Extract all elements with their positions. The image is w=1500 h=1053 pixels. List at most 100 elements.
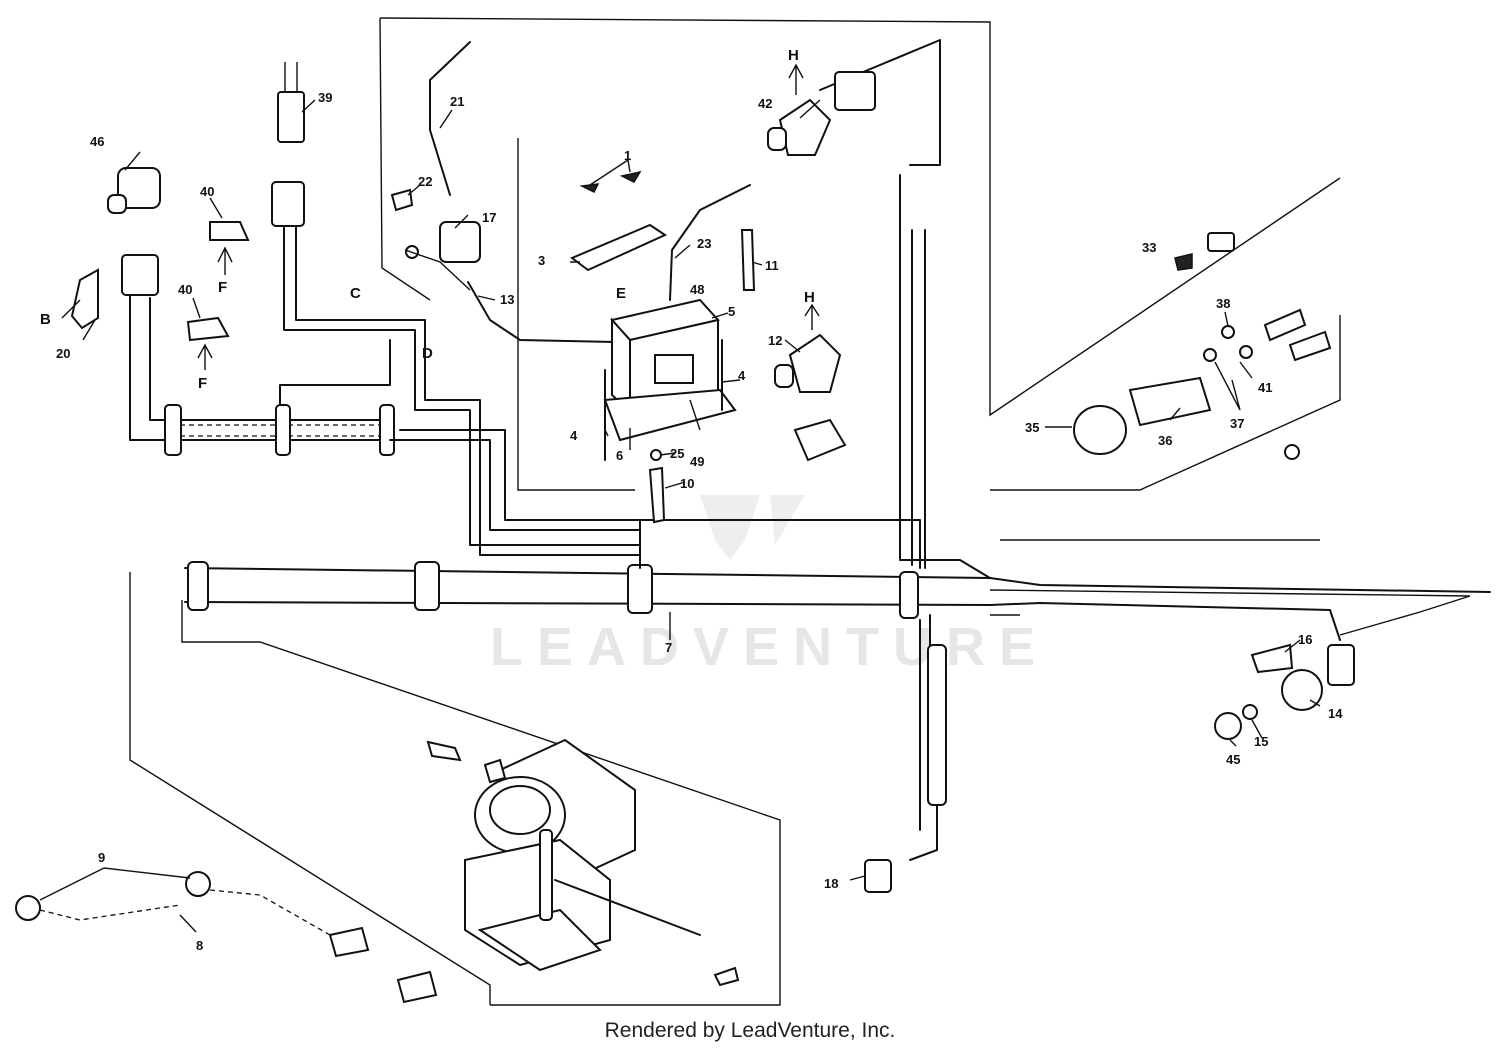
part-42-body bbox=[778, 98, 832, 156]
part-12-plug bbox=[793, 418, 847, 462]
upper-left-harness bbox=[129, 294, 395, 456]
engine bbox=[426, 738, 740, 987]
part-14-switch bbox=[1281, 669, 1323, 711]
callout-40-upper: 40 bbox=[200, 184, 214, 199]
part-12-arrow bbox=[804, 303, 820, 330]
harness-clamp-2 bbox=[414, 561, 440, 611]
watermark-brand: LEADVENTURE bbox=[490, 617, 1049, 677]
callout-3: 3 bbox=[538, 253, 545, 268]
clip-lower bbox=[186, 316, 230, 342]
part-46-knob bbox=[107, 194, 127, 214]
battery-label bbox=[654, 354, 694, 384]
engine-terminal-lower bbox=[713, 966, 740, 987]
part-23-cable bbox=[669, 184, 751, 301]
clip-upper bbox=[209, 221, 250, 241]
ref-h-upper: H bbox=[788, 47, 799, 64]
part-12-relay bbox=[774, 303, 847, 462]
right-connector bbox=[1207, 232, 1235, 252]
wire-run-a bbox=[283, 224, 641, 546]
callout-11: 11 bbox=[765, 258, 779, 273]
loose-plug bbox=[396, 970, 438, 1004]
harness-clamp-1 bbox=[187, 561, 209, 611]
part-17-solenoid bbox=[404, 221, 481, 291]
callout-41: 41 bbox=[1258, 380, 1272, 395]
callout-48: 48 bbox=[690, 282, 704, 297]
center-panel-outline bbox=[517, 138, 635, 491]
part-6-tray bbox=[603, 388, 737, 442]
part-22-bolt bbox=[390, 188, 414, 212]
part-42-knob bbox=[767, 127, 787, 151]
left-harness-clamp-2 bbox=[275, 404, 291, 456]
part-40-clips bbox=[186, 221, 250, 370]
part-25-nut bbox=[650, 449, 662, 461]
wire-run-h bbox=[919, 614, 931, 831]
part-15-nut bbox=[1242, 704, 1258, 720]
part-39-body bbox=[277, 91, 305, 143]
part-14-plug bbox=[1327, 644, 1355, 686]
left-harness-clamp-1 bbox=[164, 404, 182, 456]
harness-clamp-3 bbox=[627, 564, 653, 614]
callout-46: 46 bbox=[90, 134, 104, 149]
part-20-bracket bbox=[70, 268, 99, 330]
main-harness-inner bbox=[989, 589, 1471, 636]
part-11-fuse bbox=[740, 229, 756, 291]
engine-bracket bbox=[483, 758, 507, 784]
clip-upper-arrow bbox=[217, 246, 233, 275]
reference-letters: B C D E F F H H bbox=[40, 47, 815, 392]
callout-36: 36 bbox=[1158, 433, 1172, 448]
right-terminal-lower bbox=[1288, 330, 1332, 362]
callout-35: 35 bbox=[1025, 420, 1039, 435]
upper-panel-left bbox=[379, 17, 431, 301]
ref-f-upper: F bbox=[218, 279, 227, 296]
ref-e: E bbox=[616, 285, 626, 302]
lower-panel-outline bbox=[129, 572, 781, 1006]
callout-14: 14 bbox=[1328, 706, 1343, 721]
wing-nut-right bbox=[619, 170, 642, 183]
lower-right-wire bbox=[909, 644, 947, 861]
part-39-connector bbox=[277, 62, 305, 143]
part-18-switch bbox=[864, 859, 892, 893]
part-39-tab bbox=[284, 62, 298, 92]
callout-4-right: 4 bbox=[738, 368, 746, 383]
right-panel-outline bbox=[990, 315, 1341, 541]
wing-nut-leader bbox=[589, 159, 631, 186]
right-components bbox=[1073, 232, 1332, 460]
leader-lines bbox=[61, 99, 1321, 933]
main-harness bbox=[184, 561, 1491, 641]
harness-clamp-4 bbox=[899, 571, 919, 619]
callout-8: 8 bbox=[196, 938, 203, 953]
callout-18: 18 bbox=[824, 876, 838, 891]
right-terminal-upper bbox=[1263, 308, 1307, 342]
callout-42: 42 bbox=[758, 96, 772, 111]
wire-run-c bbox=[389, 439, 641, 569]
callout-4-left: 4 bbox=[570, 428, 578, 443]
render-credit: Rendered by LeadVenture, Inc. bbox=[604, 1019, 896, 1042]
part-33-clip bbox=[1174, 253, 1193, 271]
engine-base bbox=[477, 908, 602, 972]
callout-39: 39 bbox=[318, 90, 332, 105]
callout-6: 6 bbox=[616, 448, 623, 463]
callout-10: 10 bbox=[680, 476, 694, 491]
upper-left-connector bbox=[271, 181, 305, 227]
wire-run-d bbox=[399, 429, 921, 569]
engine-dipstick bbox=[539, 829, 553, 921]
callout-49: 49 bbox=[690, 454, 704, 469]
bulb-leader bbox=[39, 867, 191, 901]
callouts: 1 3 4 4 5 6 7 8 9 10 11 12 13 14 15 16 1… bbox=[56, 90, 1343, 953]
ref-b: B bbox=[40, 311, 51, 328]
callout-45: 45 bbox=[1226, 752, 1240, 767]
right-ground-eyelet bbox=[1284, 444, 1300, 460]
callout-17: 17 bbox=[482, 210, 496, 225]
callout-23: 23 bbox=[697, 236, 711, 251]
part-16-clip bbox=[1250, 643, 1294, 674]
ref-h-lower: H bbox=[804, 289, 815, 306]
part-12-body bbox=[788, 333, 842, 393]
part-45-bezel bbox=[1214, 712, 1242, 740]
part-17-bracket bbox=[404, 249, 471, 291]
left-harness-branch bbox=[129, 294, 391, 441]
main-harness-upper bbox=[184, 567, 1491, 593]
engine-connector-upper bbox=[426, 740, 462, 762]
wire-run-g bbox=[911, 229, 926, 569]
harness-plug bbox=[328, 926, 370, 958]
part-46-body bbox=[117, 167, 161, 209]
